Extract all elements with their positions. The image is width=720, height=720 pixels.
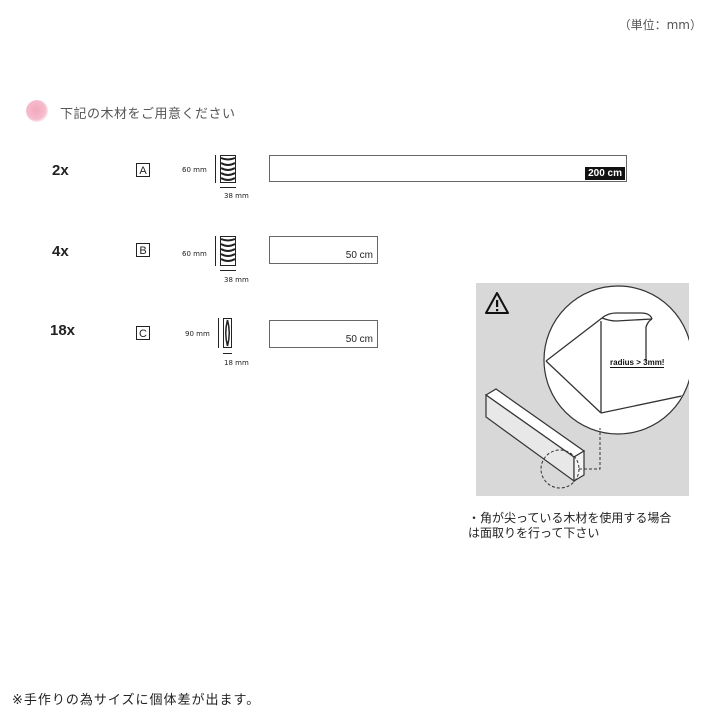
row-a-wood-grain-icon (220, 155, 236, 183)
row-b-width-marker (220, 270, 236, 271)
row-a-width: 38 mm (224, 192, 249, 200)
radius-label: radius > 3mm! (610, 358, 665, 368)
row-c-width: 18 mm (224, 359, 249, 367)
row-b-width: 38 mm (224, 276, 249, 284)
row-c-board: 50 cm (269, 320, 378, 348)
footnote: ※手作りの為サイズに個体差が出ます。 (12, 693, 261, 708)
pink-dot-icon (26, 100, 48, 122)
row-a-board: 200 cm (269, 155, 627, 182)
row-b-height-marker (215, 236, 216, 266)
chamfer-note-line1: ・角が尖っている木材を使用する場合 (468, 511, 672, 525)
row-b-letter: B (136, 243, 150, 257)
row-c-quantity: 18x (50, 322, 76, 339)
section-heading: 下記の木材をご用意ください (60, 107, 236, 122)
chamfer-note: ・角が尖っている木材を使用する場合 は面取りを行って下さい (468, 511, 671, 541)
row-a-height-marker (215, 155, 216, 183)
row-b-height: 60 mm (182, 250, 207, 258)
row-c-wood-grain-icon (223, 318, 232, 348)
row-a-length: 200 cm (585, 167, 625, 180)
row-a-height: 60 mm (182, 166, 207, 174)
row-c-letter: C (136, 326, 150, 340)
row-c-width-marker (223, 353, 232, 354)
row-c-height: 90 mm (185, 330, 210, 338)
row-b-board: 50 cm (269, 236, 378, 264)
chamfer-note-line2: は面取りを行って下さい (468, 526, 600, 540)
row-c-length: 50 cm (345, 334, 373, 345)
warning-triangle-icon (485, 292, 509, 314)
row-b-length: 50 cm (345, 250, 373, 261)
row-a-letter: A (136, 163, 150, 177)
chamfer-illustration (484, 285, 689, 489)
row-b-wood-grain-icon (220, 236, 236, 266)
row-a-width-marker (220, 187, 236, 188)
warning-panel: radius > 3mm! (476, 283, 689, 496)
row-a-quantity: 2x (52, 162, 69, 179)
unit-label: （単位：mm） (618, 18, 702, 32)
row-c-height-marker (218, 318, 219, 348)
row-b-quantity: 4x (52, 243, 69, 260)
